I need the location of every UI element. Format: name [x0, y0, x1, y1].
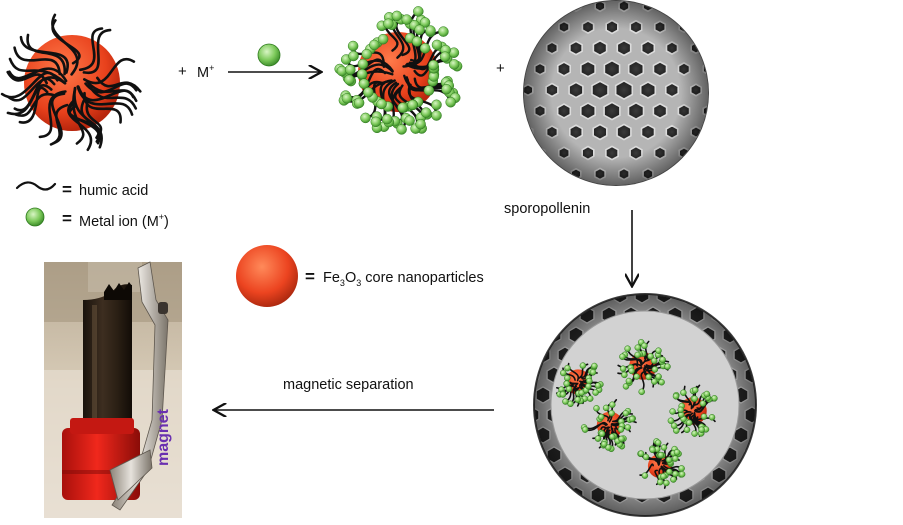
metal-loaded-nanoparticle: [334, 6, 463, 135]
sporopollenin-label: sporopollenin: [504, 201, 591, 217]
plus-sign: +: [178, 63, 187, 80]
metal-ion-charge: +: [209, 63, 215, 73]
legend-metal-ion: Metal ion (M+): [79, 212, 169, 230]
legend-metal-ion-close: ): [164, 213, 169, 230]
magnetic-separation-label: magnetic separation: [283, 377, 414, 393]
equals-sign: =: [305, 267, 315, 286]
sporopollenin-sphere-icon: [523, 0, 709, 186]
magnet-photo-icon: [44, 261, 182, 518]
metal-ion-icon: [25, 207, 45, 227]
metal-ion-icon: [257, 43, 281, 67]
equals-sign: =: [62, 180, 72, 199]
legend-core-rest: core nanoparticles: [361, 270, 484, 286]
humic-coated-nanoparticle: [0, 13, 142, 152]
legend-metal-ion-charge: +: [158, 212, 165, 222]
composite-icon: [533, 293, 757, 517]
legend-humic-acid: humic acid: [79, 183, 149, 199]
legend-sub-3b: 3: [356, 277, 362, 288]
equals-sign: =: [62, 209, 72, 228]
humic-strand-icon: [15, 181, 57, 191]
magnet-label: magnet: [155, 409, 172, 466]
legend-sub-3a: 3: [339, 277, 345, 288]
plus-sign: +: [496, 60, 505, 77]
legend-fe: Fe: [323, 270, 340, 286]
metal-ion-symbol: M: [197, 64, 210, 81]
metal-ion-label: M+: [197, 63, 215, 81]
core-particle-icon: [236, 245, 298, 307]
legend-metal-ion-text: Metal ion (M: [79, 213, 159, 230]
legend-core-nanoparticles: Fe3O3 core nanoparticles: [323, 271, 484, 288]
legend-o: O: [344, 270, 357, 286]
